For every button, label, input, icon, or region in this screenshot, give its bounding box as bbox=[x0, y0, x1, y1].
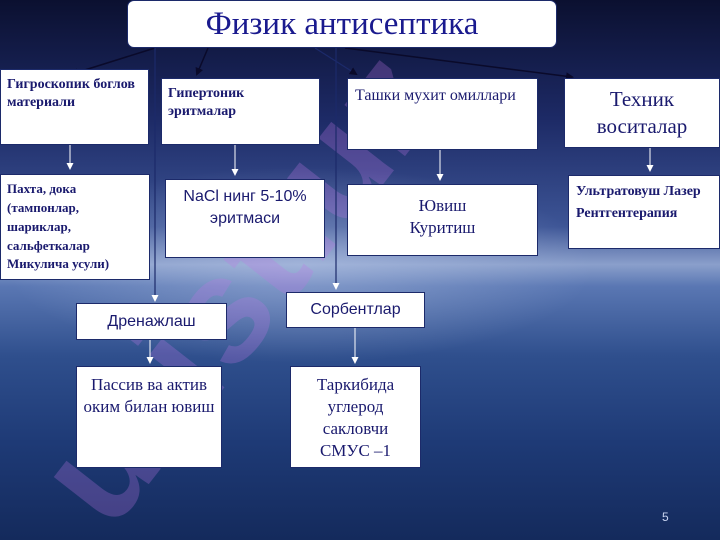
detail-hypertonic-text: NaCl нинг 5-10% эритмаси bbox=[183, 188, 307, 228]
detail-hygroscopic-text: Пахта, дока (тампонлар, шариклар, сальфе… bbox=[7, 181, 110, 272]
category-technical-label: Техник воситалар bbox=[596, 87, 688, 139]
connector-title-technical bbox=[344, 47, 574, 81]
detail-washing-text: Ювиш Куритиш bbox=[409, 196, 476, 238]
connector-title-hypertonic bbox=[195, 47, 209, 76]
page-title: Физик антисептика bbox=[205, 6, 479, 42]
category-hygroscopic-label: Гигроскопик боглов материали bbox=[7, 77, 135, 110]
drainage-box: Дренажлаш bbox=[76, 303, 227, 340]
category-washing: Ташки мухит омиллари bbox=[347, 78, 538, 150]
category-technical: Техник воситалар bbox=[564, 78, 720, 148]
category-hygroscopic: Гигроскопик боглов материали bbox=[0, 69, 149, 145]
sorbents-detail-text: Таркибида углерод сакловчи СМУС –1 bbox=[316, 375, 395, 461]
title-box: Физик антисептика bbox=[127, 0, 557, 48]
sorbents-label: Сорбентлар bbox=[310, 301, 401, 318]
detail-hygroscopic: Пахта, дока (тампонлар, шариклар, сальфе… bbox=[0, 174, 150, 280]
sorbents-box: Сорбентлар bbox=[286, 292, 425, 328]
category-hypertonic: Гипертоник эритмалар bbox=[161, 78, 320, 145]
detail-hypertonic: NaCl нинг 5-10% эритмаси bbox=[165, 179, 325, 258]
detail-technical: Ультратовуш Лазер Рентгентерапия bbox=[568, 175, 720, 249]
drainage-detail: Пассив ва актив оким билан ювиш bbox=[76, 366, 222, 468]
sorbents-detail: Таркибида углерод сакловчи СМУС –1 bbox=[290, 366, 421, 468]
page-number: 5 bbox=[662, 510, 669, 524]
drainage-detail-text: Пассив ва актив оким билан ювиш bbox=[83, 375, 215, 417]
drainage-label: Дренажлаш bbox=[107, 313, 196, 330]
category-washing-label: Ташки мухит омиллари bbox=[355, 87, 516, 104]
detail-washing: Ювиш Куритиш bbox=[347, 184, 538, 256]
detail-technical-text: Ультратовуш Лазер Рентгентерапия bbox=[576, 184, 701, 221]
category-hypertonic-label: Гипертоник эритмалар bbox=[168, 86, 245, 119]
